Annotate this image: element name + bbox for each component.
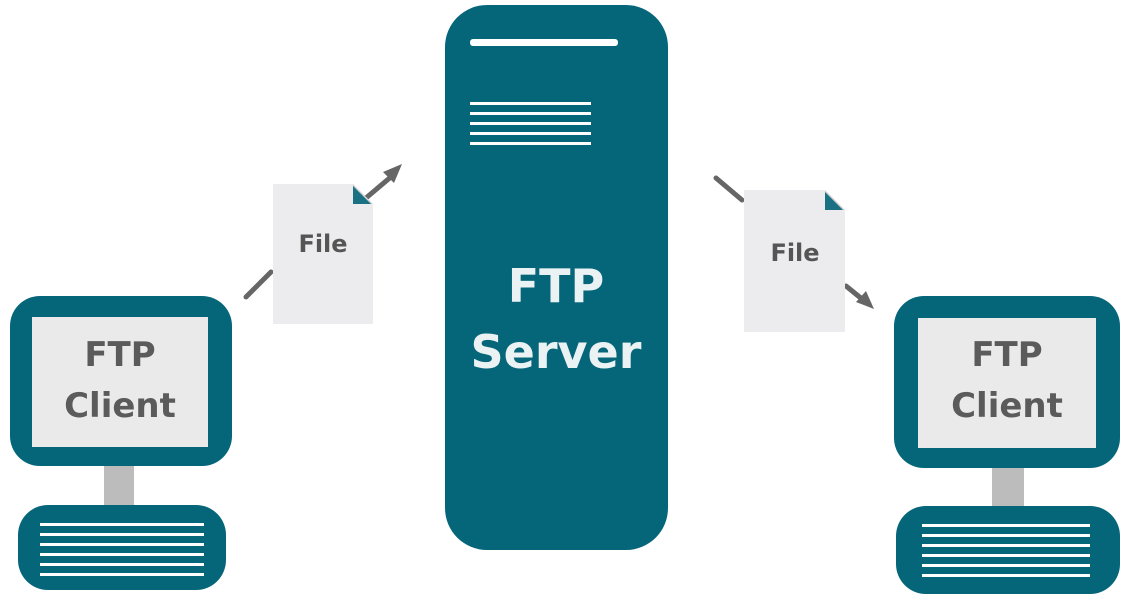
file-left-document-icon [273, 184, 373, 324]
client-left-keyboard-keys-icon [40, 523, 204, 576]
ftp-client-right: FTP Client [894, 296, 1120, 594]
file-left-label: File [298, 230, 347, 258]
client-left-screen [32, 317, 208, 447]
arrow-right-head-icon [856, 291, 874, 309]
file-transfer-right: File [713, 175, 874, 332]
arrow-left-head-icon [383, 164, 402, 183]
client-right-keyboard-keys-icon [922, 524, 1090, 577]
client-right-label-line1: FTP [971, 335, 1042, 375]
server-body [445, 5, 668, 550]
arrow-right-shaft [843, 283, 865, 302]
file-right-document-icon [744, 190, 845, 332]
ftp-server: FTP Server [445, 5, 668, 550]
arrow-left-tail [243, 269, 274, 300]
server-label-line2: Server [471, 325, 642, 379]
arrow-right-tail [713, 175, 745, 203]
client-left-stand [104, 466, 134, 506]
client-right-keyboard [896, 506, 1120, 594]
client-right-screen [918, 318, 1096, 448]
file-transfer-left: File [243, 164, 402, 324]
arrow-left-shaft [363, 173, 395, 201]
client-left-label-line1: FTP [84, 335, 155, 375]
client-right-label-line2: Client [951, 386, 1063, 426]
client-left-keyboard [18, 505, 226, 590]
ftp-client-left: FTP Client [10, 296, 232, 590]
client-left-label-line2: Client [64, 386, 176, 426]
server-top-slot [470, 39, 618, 46]
client-right-stand [992, 468, 1024, 508]
file-right-label: File [770, 239, 819, 267]
server-label-line1: FTP [508, 259, 605, 313]
server-vent-icon [470, 102, 591, 145]
